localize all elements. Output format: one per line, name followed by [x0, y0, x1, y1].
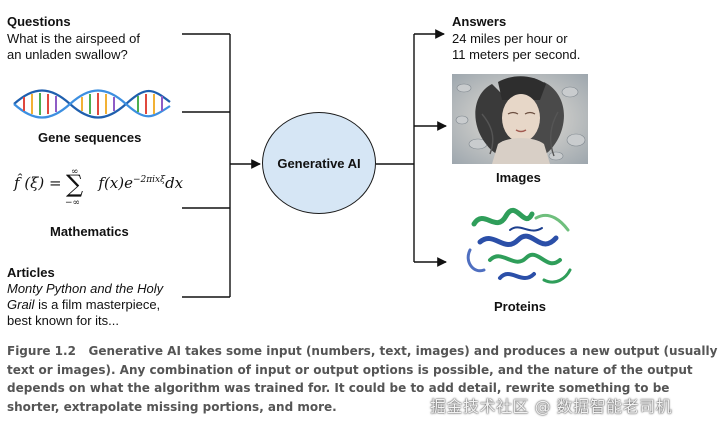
formula-exponent: −2πixξ [132, 175, 166, 185]
figure-caption: Figure 1.2 Generative AI takes some inpu… [7, 342, 719, 416]
connector-lines [182, 29, 447, 298]
answers-line2: 11 meters per second. [452, 47, 581, 62]
mathematics-label: Mathematics [50, 224, 129, 239]
questions-line2: an unladen swallow? [7, 47, 128, 62]
proteins-label: Proteins [494, 299, 547, 314]
articles-line2: Grail is a film masterpiece, [7, 297, 160, 313]
articles-italic-line1: Monty Python and the Holy [7, 281, 164, 296]
generative-ai-node: Generative AI [262, 112, 376, 214]
figure-caption-text: Generative AI takes some input (numbers,… [7, 344, 718, 414]
questions-title: Questions [7, 14, 71, 29]
fourier-formula: f̂ (ξ) = f(x)e−2πixξdx [14, 174, 183, 192]
formula-integrand: f(x)e [98, 174, 133, 192]
answers-line1: 24 miles per hour or [452, 31, 568, 46]
formula-dx: dx [165, 174, 184, 192]
formula-lhs: f̂ (ξ) = [14, 174, 67, 192]
articles-title: Articles [7, 265, 55, 280]
gene-sequences-label: Gene sequences [38, 130, 142, 145]
formula-lower: −∞ [65, 198, 81, 208]
articles-line2-rest: is a film masterpiece, [34, 297, 161, 312]
figure-number: Figure 1.2 [7, 344, 76, 358]
formula-sigma: ∑ [66, 170, 84, 198]
protein-structure-image [466, 207, 572, 284]
formula-upper: ∞ [71, 167, 79, 177]
generative-ai-label: Generative AI [277, 155, 361, 171]
images-label: Images [496, 170, 541, 185]
answers-title: Answers [452, 14, 507, 29]
articles-italic-word: Grail [7, 297, 35, 312]
generated-portrait-image [452, 74, 588, 164]
articles-line3: best known for its... [7, 313, 119, 328]
questions-line1: What is the airspeed of [7, 31, 140, 46]
watermark: 掘金技术社区 @ 数据智能老司机 [430, 397, 673, 416]
dna-helix-icon [13, 89, 171, 119]
